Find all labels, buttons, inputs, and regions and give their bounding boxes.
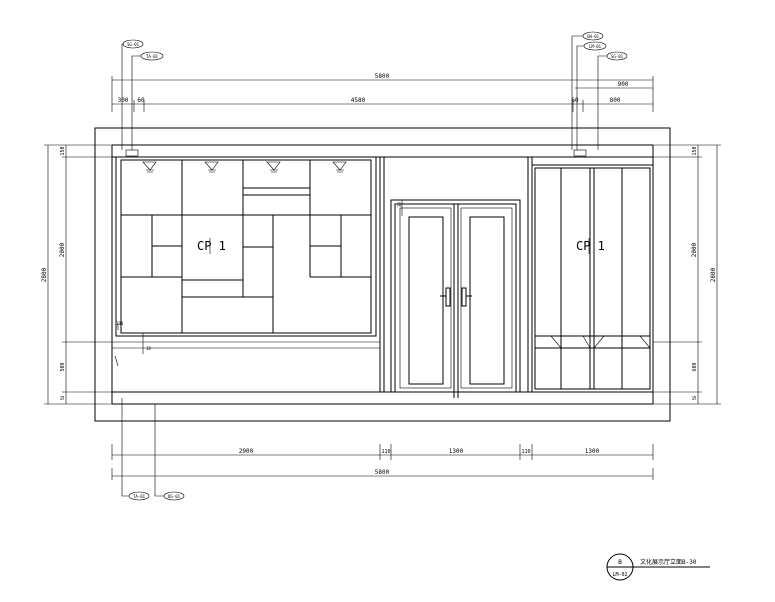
bottom-dim-total: 5800: [375, 469, 390, 476]
cabinet-label-right: CP 1: [576, 239, 605, 253]
right-dimensions: 2800 150 2000 600 50: [653, 144, 721, 405]
outer-frame: [94, 127, 671, 422]
title-index: B: [618, 559, 622, 566]
top-dim-60-right: 60: [571, 97, 579, 104]
title-sheet: LM-02: [612, 572, 627, 578]
left-dim-overall: 2800: [41, 267, 48, 282]
spotlight-icon: [142, 161, 157, 173]
tag-sg01-right: SG-01: [611, 54, 624, 59]
tag-gn01: GN-01: [587, 34, 600, 39]
bottom-dim-110-a: 110: [381, 449, 390, 455]
tag-ta01-bottom: TA-01: [133, 494, 146, 499]
bottom-left-tags: TA-01 DG-01: [121, 398, 185, 501]
door-handle-left: [440, 287, 451, 307]
small-dim-left: 180: [116, 321, 124, 326]
small-dim-step: 18: [146, 346, 151, 351]
bottom-dim-2900: 2900: [239, 448, 254, 455]
right-wardrobe: CP 1: [531, 164, 654, 393]
wall-elevation: [111, 144, 654, 405]
spotlight-icon: [332, 161, 347, 173]
spotlight-icon: [204, 161, 219, 173]
tag-dg01-bottom: DG-01: [168, 494, 181, 499]
right-dim-600: 600: [692, 362, 698, 371]
top-dim-60-left: 60: [137, 97, 145, 104]
top-right-tags: GN-01 LM-01 SG-01: [571, 31, 628, 150]
left-dim-500: 500: [60, 362, 66, 371]
right-dim-150: 150: [692, 146, 698, 155]
right-dim-base: 50: [692, 395, 697, 400]
top-dim-800: 800: [610, 97, 621, 104]
door-note: 30: [397, 202, 402, 207]
left-dimensions: 2800 150 2000 500 50: [41, 144, 112, 405]
title-block: B LM-02 文化展示厅立面B-30: [606, 553, 710, 581]
double-door: 30: [390, 199, 521, 398]
top-dim-900: 900: [618, 81, 629, 88]
bottom-dimensions: 2900 110 1300 110 1300 5800: [111, 444, 654, 480]
tag-sg01-left: SG-01: [127, 42, 140, 47]
spotlight-icon: [266, 161, 281, 173]
cabinet-label-left: CP 1: [197, 239, 226, 253]
left-dim-2000: 2000: [59, 242, 66, 257]
left-dim-base: 50: [60, 395, 65, 400]
title-text: 文化展示厅立面B-30: [640, 558, 697, 566]
top-left-tags: SG-01 TA-01: [121, 39, 164, 150]
left-dim-150: 150: [60, 146, 66, 155]
tag-lm01: LM-01: [589, 44, 602, 49]
top-dim-300: 300: [118, 97, 129, 104]
top-dimensions: 5800 900 300 60 4580 60 800: [111, 73, 654, 112]
top-dim-4580: 4580: [351, 97, 366, 104]
right-dim-overall: 2800: [710, 267, 717, 282]
tag-ta01-left: TA-01: [146, 54, 159, 59]
bottom-dim-110-b: 110: [521, 449, 530, 455]
bottom-dim-1300-b: 1300: [585, 448, 600, 455]
left-display-cabinet: CP 1 180 18: [114, 156, 377, 367]
door-handle-right: [461, 287, 472, 307]
right-dim-2000: 2000: [691, 242, 698, 257]
top-dim-total: 5800: [375, 73, 390, 80]
bottom-dim-1300-a: 1300: [449, 448, 464, 455]
